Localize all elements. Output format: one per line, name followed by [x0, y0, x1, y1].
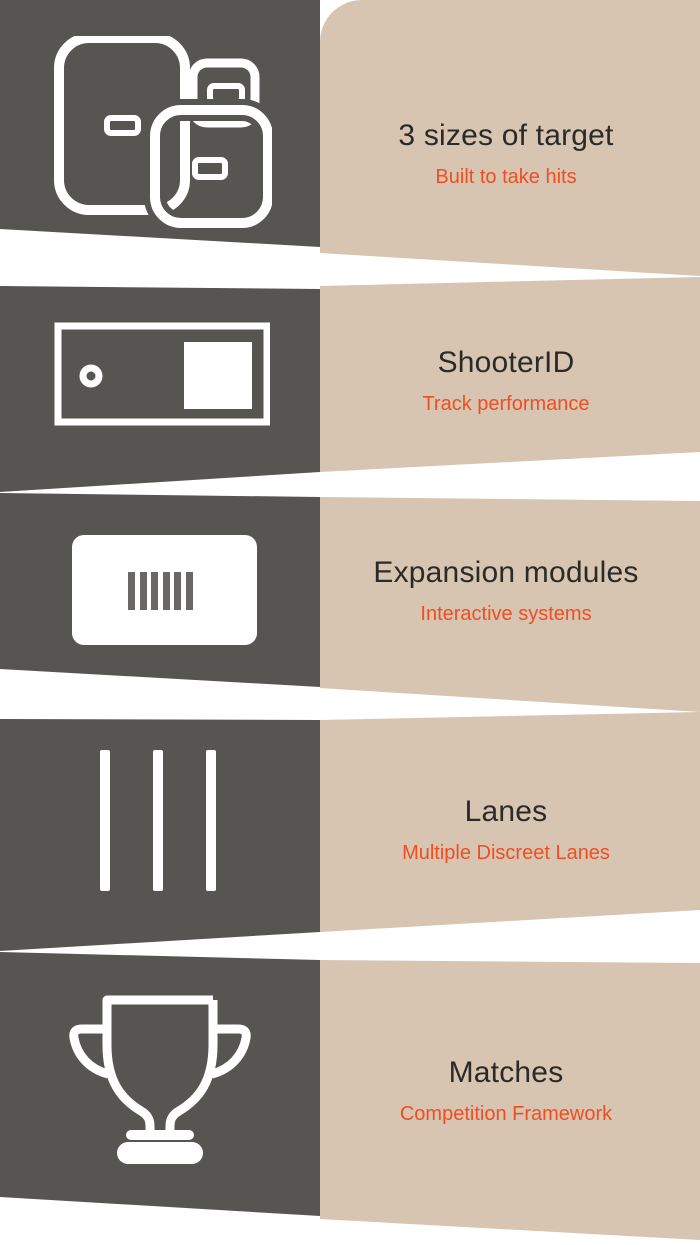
- panel-beige-1: [320, 0, 700, 276]
- section-expansion-modules: Expansion modules Interactive systems: [320, 556, 692, 626]
- targets-icon: [54, 36, 272, 234]
- section-title: 3 sizes of target: [398, 119, 614, 152]
- panel-beige-4: [320, 712, 700, 932]
- section-subtitle: Track performance: [422, 393, 590, 415]
- section-title: Lanes: [464, 795, 548, 828]
- section-subtitle: Built to take hits: [435, 166, 577, 188]
- section-title: ShooterID: [437, 346, 575, 379]
- barcode-bars: [128, 572, 193, 610]
- section-title: Matches: [448, 1056, 564, 1089]
- lane-bar: [153, 750, 163, 891]
- section-title: Expansion modules: [373, 556, 639, 589]
- section-shooterid: ShooterID Track performance: [320, 346, 692, 416]
- section-subtitle: Competition Framework: [399, 1103, 613, 1125]
- trophy-icon: [69, 995, 251, 1164]
- panel-beige-2: [320, 277, 700, 472]
- shooter-id-card-icon: [54, 322, 270, 426]
- panel-beige-3: [320, 497, 700, 712]
- section-lanes: Lanes Multiple Discreet Lanes: [320, 795, 692, 865]
- lane-bar: [100, 750, 110, 891]
- section-targets: 3 sizes of target Built to take hits: [320, 119, 692, 189]
- section-subtitle: Interactive systems: [420, 603, 592, 625]
- lane-bar: [206, 750, 216, 891]
- panel-beige-5: [320, 960, 700, 1240]
- section-matches: Matches Competition Framework: [320, 1056, 692, 1126]
- section-subtitle: Multiple Discreet Lanes: [402, 842, 610, 864]
- barcode-module-icon: [72, 535, 257, 645]
